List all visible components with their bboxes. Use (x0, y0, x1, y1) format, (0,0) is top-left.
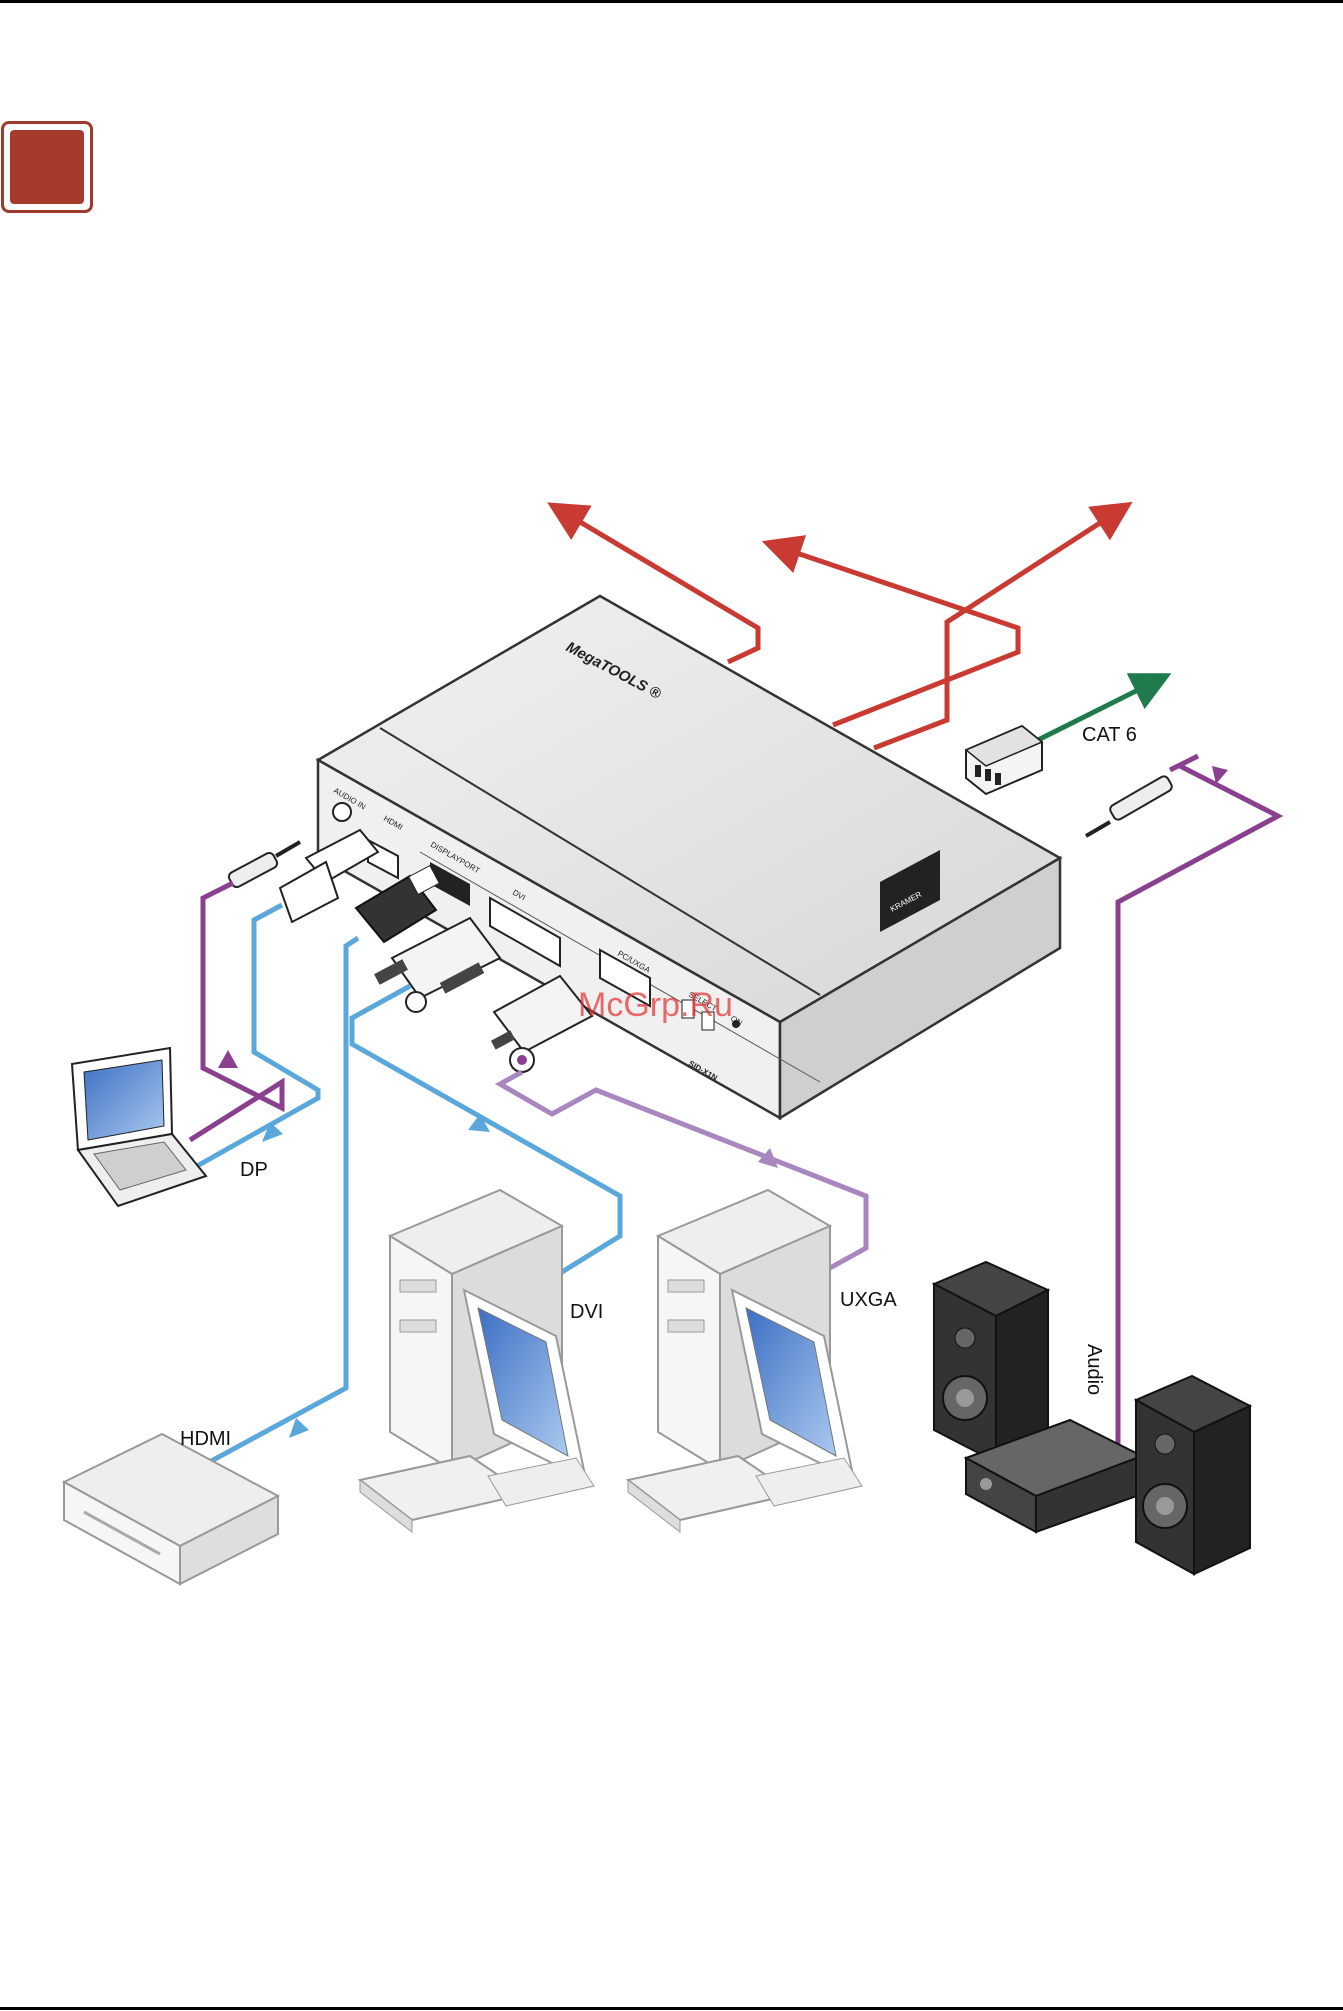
audio-label: Audio (1083, 1344, 1105, 1395)
audio-plug-icon (1086, 775, 1174, 836)
cat6-cable: CAT 6 (966, 680, 1158, 794)
laptop-icon (72, 1048, 206, 1206)
dvd-player-icon (64, 1434, 278, 1584)
dp-label: DP (240, 1159, 268, 1181)
desktop-computer-icon-uxga (628, 1190, 862, 1532)
speaker-icon-right (1136, 1376, 1250, 1574)
dp-audio-cable-purple (190, 883, 282, 1140)
audio-cable (1078, 765, 1278, 1468)
hdmi-cable (180, 938, 358, 1478)
uxga-label: UXGA (840, 1289, 897, 1311)
rj45-connector-icon (966, 726, 1042, 794)
cat6-label: CAT 6 (1082, 724, 1137, 746)
footer-rule (0, 2007, 1343, 2010)
hdmi-label: HDMI (180, 1428, 231, 1450)
desktop-computer-icon-dvi (360, 1190, 594, 1532)
watermark: McGrp.Ru (578, 986, 733, 1024)
speaker-icon-left (934, 1262, 1048, 1462)
dvi-label: DVI (570, 1301, 603, 1323)
